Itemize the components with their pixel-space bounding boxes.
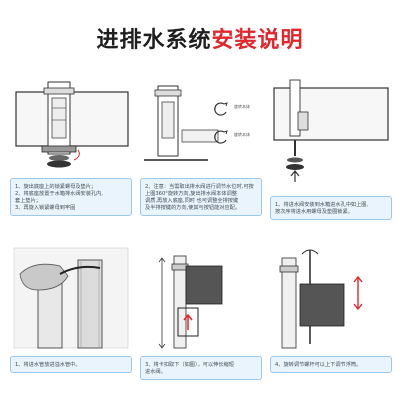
rotate-label-bottom: 旋转本体	[234, 131, 250, 137]
caption-line: 1、旋出底座上的锁紧螺母及垫片；	[15, 184, 97, 190]
clip-extend-illustration	[158, 255, 223, 349]
caption-line: 1、将进水阀安装到水箱进水孔中如上图,	[275, 202, 369, 208]
float-adjust-illustration	[279, 249, 363, 349]
caption-line: 套上垫片；	[15, 198, 41, 204]
step-caption-5: 3、将卡扣取下（如图），可以伸长缩短 进水阀。	[140, 356, 262, 380]
overflow-pipe-illustration	[13, 247, 129, 349]
caption-line: 2、注意：当需取出排水阀进行调节水位时,可按	[145, 184, 254, 190]
rotate-valve-illustration: 旋转本体 旋转本体	[144, 85, 250, 161]
step-caption-6: 4、旋转调节螺杆可以上下调节浮筒。	[270, 356, 392, 373]
drain-base-illustration	[15, 81, 129, 168]
step-caption-1: 1、旋出底座上的锁紧螺母及垫片； 2、将底座放置于水箱排水阀安装孔内, 套上垫片…	[10, 178, 132, 216]
inlet-valve-install-illustration	[273, 79, 389, 182]
step-caption-3: 1、将进水阀安装到水箱进水孔中如上图, 按次序将进水用螺母及垫圈锁紧。	[270, 196, 392, 220]
step-caption-2: 2、注意：当需取出排水阀进行调节水位时,可按 上图360°旋转方向,旋出排水阀本…	[140, 178, 262, 216]
title-part-1: 进排水系统	[96, 28, 212, 53]
caption-line: 3、再旋入锁紧螺母到牢固	[15, 205, 76, 211]
rotate-label-top: 旋转本体	[234, 103, 250, 109]
caption-line: 及半排按键的方向,使其与按钮能对应配。	[145, 205, 241, 211]
caption-line: 2、将底座放置于水箱排水阀安装孔内,	[15, 191, 103, 197]
caption-line: 3、将卡扣取下（如图），可以伸长缩短	[145, 362, 234, 368]
page-title: 进排水系统安装说明	[0, 22, 400, 54]
caption-line: 4、旋转调节螺杆可以上下调节浮筒。	[275, 362, 362, 368]
step-caption-4: 1、将进水管放进溢水管中。	[10, 356, 132, 373]
title-part-2: 安装说明	[211, 28, 304, 53]
caption-line: 调质,再放入底座,同时 也可调整全排按键	[145, 198, 239, 204]
caption-line: 进水阀。	[145, 369, 166, 375]
caption-line: 按次序将进水用螺母及垫圈锁紧。	[275, 209, 353, 215]
caption-line: 1、将进水管放进溢水管中。	[15, 362, 81, 368]
caption-line: 上图360°旋转方向,旋出排水阀本体调整	[145, 191, 237, 197]
